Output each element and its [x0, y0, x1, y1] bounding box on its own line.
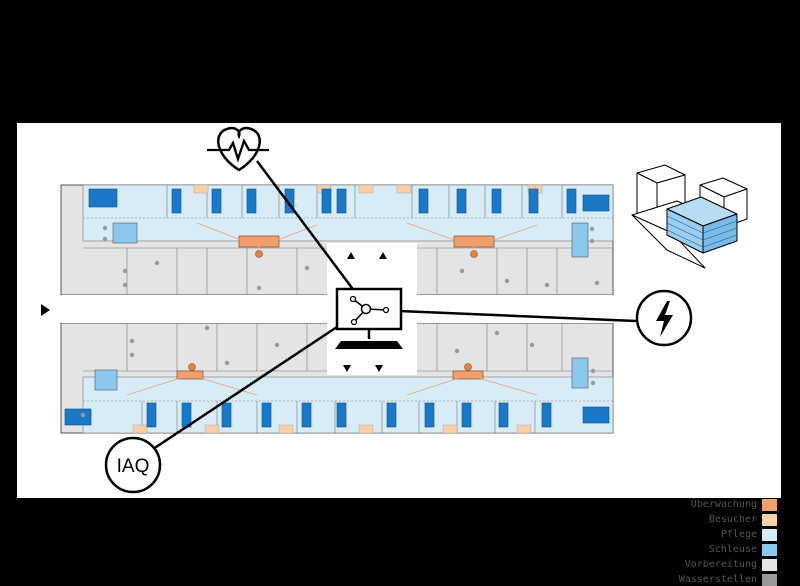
legend-label: Schleuse: [708, 544, 757, 555]
legend-label: Pflege: [720, 529, 757, 540]
legend-swatch: [762, 573, 777, 586]
legend-swatch: [762, 513, 777, 526]
legend-label: Überwachung: [690, 499, 757, 510]
legend-item-besucher: Besucher: [709, 513, 777, 526]
legend-swatch: [762, 528, 777, 541]
legend-item-pflege: Pflege: [721, 528, 777, 541]
legend-label: Wasserstellen: [678, 574, 757, 585]
connection-lines: [134, 160, 638, 463]
lightning-bolt-icon: [635, 289, 693, 347]
floor-plan-diagram: IAQ: [41, 126, 748, 494]
heart-pulse-icon: [207, 126, 269, 172]
legend-swatch: [762, 498, 777, 511]
legend-item-schleuse: Schleuse: [709, 543, 777, 556]
iaq-label: IAQ: [117, 456, 150, 477]
building-isometric-icon: [631, 164, 748, 269]
legend-item-uberwachung: Überwachung: [691, 498, 777, 511]
legend-item-wasserstellen: Wasserstellen: [679, 573, 777, 586]
legend-label: Besucher: [708, 514, 757, 525]
iaq-sensor-icon: IAQ: [104, 436, 162, 494]
entry-arrow-icon: [41, 304, 50, 316]
floor-plan-panel: IAQ Überwachung: [17, 123, 781, 586]
legend-swatch: [762, 543, 777, 556]
computer-monitor-icon: [335, 287, 403, 349]
